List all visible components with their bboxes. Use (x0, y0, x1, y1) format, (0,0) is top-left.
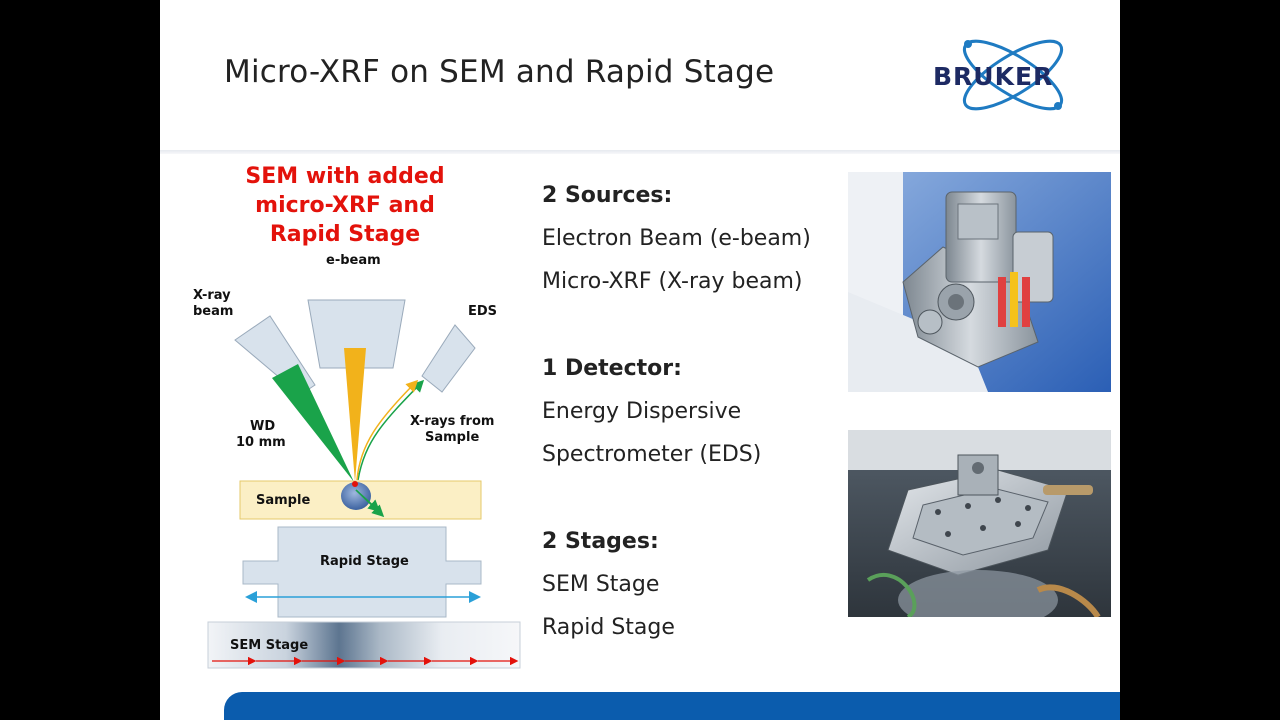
xrays-label-line2: Sample (425, 430, 480, 445)
atom-orbit-icon (962, 39, 1064, 111)
sem-diagram (207, 299, 521, 669)
header-divider (160, 150, 1120, 154)
sources-item: Micro-XRF (X-ray beam) (542, 269, 803, 294)
rapid-stage (242, 526, 482, 618)
detector-heading: 1 Detector: (542, 356, 682, 381)
xray-beam-label-line1: X-ray (193, 288, 231, 303)
slide-title: Micro-XRF on SEM and Rapid Stage (224, 54, 775, 90)
sample-label: Sample (256, 493, 311, 508)
sources-heading: 2 Sources: (542, 183, 673, 208)
eds-label: EDS (468, 304, 498, 319)
rapid-stage-photo (848, 430, 1111, 617)
xrf-unit-photo (848, 172, 1111, 392)
detector-item: Energy Dispersive (542, 399, 742, 424)
diagram-heading-line: micro-XRF and (255, 193, 435, 218)
eds-detector (421, 324, 476, 393)
xray-beam-label-line2: beam (193, 304, 234, 319)
slide: Micro-XRF on SEM and Rapid Stage BRUKER … (160, 0, 1120, 720)
diagram-heading: SEM with added micro-XRF and Rapid Stage (220, 162, 470, 249)
ebeam-label: e-beam (326, 253, 381, 268)
ebeam-column (307, 299, 406, 369)
electron-beam (344, 348, 366, 482)
diagram-heading-line: SEM with added (245, 164, 445, 189)
sem-stage (207, 621, 521, 669)
xray-beam (272, 364, 354, 482)
rapid-stage-label: Rapid Stage (320, 554, 409, 569)
logo-text: BRUKER (933, 62, 1054, 91)
diagram-heading-line: Rapid Stage (269, 222, 421, 247)
wd-label-line2: 10 mm (236, 435, 286, 450)
stages-item: Rapid Stage (542, 615, 675, 640)
detector-item: Spectrometer (EDS) (542, 442, 762, 467)
sem-stage-label: SEM Stage (230, 638, 309, 653)
footer-bar (224, 692, 1120, 720)
xrays-label-line1: X-rays from (410, 414, 495, 429)
sources-item: Electron Beam (e-beam) (542, 226, 811, 251)
wd-label-line1: WD (250, 419, 276, 434)
stages-heading: 2 Stages: (542, 529, 659, 554)
stages-item: SEM Stage (542, 572, 660, 597)
interaction-volume (341, 482, 371, 510)
bruker-logo: BRUKER (930, 32, 1095, 118)
